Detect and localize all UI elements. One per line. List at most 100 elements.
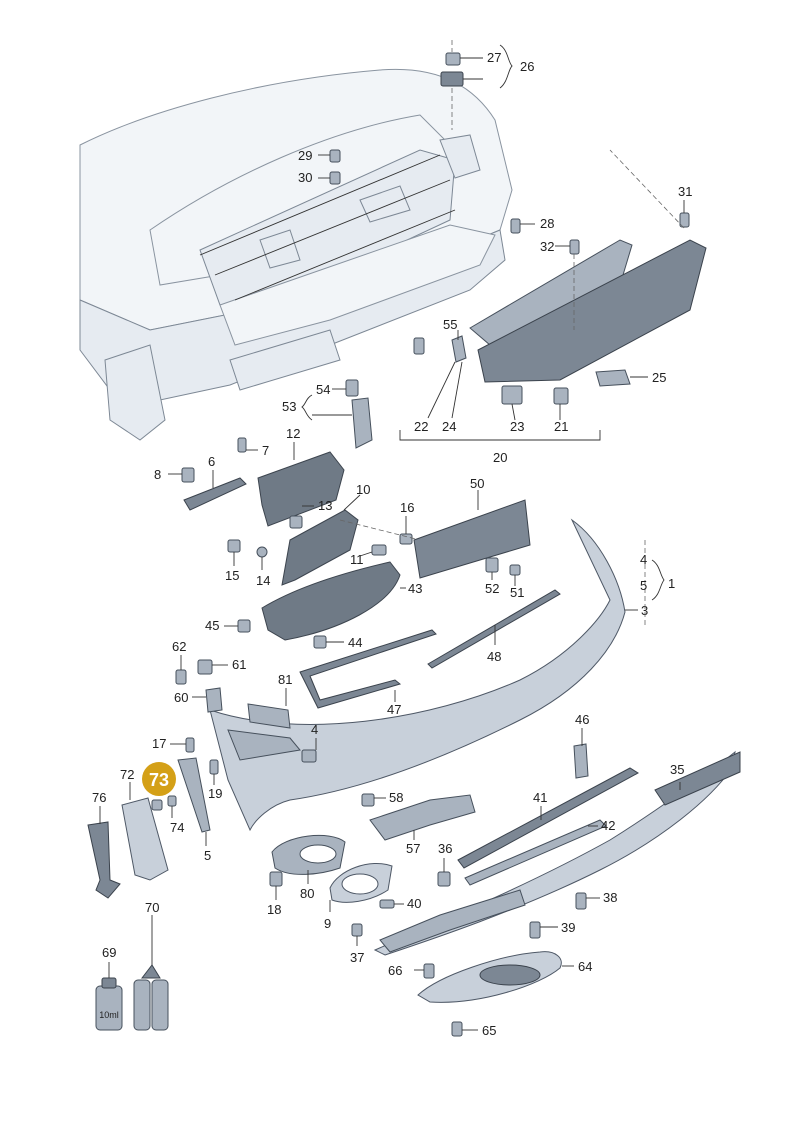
callout-73[interactable]: 73 — [149, 770, 169, 790]
callout-14: 14 — [256, 573, 270, 588]
hardware-22-24-55: 55 22 24 — [413, 317, 467, 434]
callout-31: 31 — [678, 184, 692, 199]
exhaust-trims-80-9-18: 80 9 18 — [267, 834, 393, 931]
reflector-81 — [247, 703, 291, 729]
trims-47-48: 47 48 — [299, 589, 561, 717]
grille-43: 43 45 44 — [205, 561, 422, 650]
callout-30: 30 — [298, 170, 312, 185]
callout-28: 28 — [540, 216, 554, 231]
callout-35: 35 — [670, 762, 684, 777]
callout-18: 18 — [267, 902, 281, 917]
guide-57-58: 57 58 — [361, 790, 476, 856]
callout-44: 44 — [348, 635, 362, 650]
callout-32: 32 — [540, 239, 554, 254]
callout-73-highlight[interactable] — [142, 762, 176, 796]
callout-6: 6 — [208, 454, 215, 469]
hardware-28-31-32: 28 31 32 — [510, 184, 692, 255]
callout-20: 20 — [493, 450, 507, 465]
cover-72 — [121, 797, 169, 881]
cartridge-70b — [151, 979, 169, 1031]
callout-64: 64 — [578, 959, 592, 974]
callout-27: 27 — [487, 50, 501, 65]
clip-73 — [151, 799, 163, 811]
callout-37: 37 — [350, 950, 364, 965]
bracket-53 — [351, 397, 373, 449]
callout-21: 21 — [554, 419, 568, 434]
callout-80: 80 — [300, 886, 314, 901]
trim-48 — [427, 589, 561, 669]
grille-12 — [257, 451, 345, 527]
callout-19: 19 — [208, 786, 222, 801]
callout-29: 29 — [298, 148, 312, 163]
callout-70: 70 — [145, 900, 159, 915]
callout-61: 61 — [232, 657, 246, 672]
callout-1: 1 — [668, 576, 675, 591]
car-body-rear — [79, 68, 513, 441]
callout-58: 58 — [389, 790, 403, 805]
callout-3: 3 — [641, 603, 648, 618]
callout-72: 72 — [120, 767, 134, 782]
callout-60: 60 — [174, 690, 188, 705]
callout-11: 11 — [350, 552, 364, 567]
nut-26 — [440, 71, 464, 87]
license-plate-carrier-50: 50 52 51 — [413, 476, 531, 600]
callout-38: 38 — [603, 890, 617, 905]
callout-54: 54 — [316, 382, 330, 397]
callout-13: 13 — [318, 498, 332, 513]
cover-25 — [595, 369, 631, 387]
adhesive-kits-69-70: 10ml 69 70 — [95, 900, 169, 1031]
callout-74: 74 — [170, 820, 184, 835]
callout-41: 41 — [533, 790, 547, 805]
clip-21 — [553, 387, 569, 405]
callout-39: 39 — [561, 920, 575, 935]
bracket-46 — [573, 743, 589, 779]
callout-46: 46 — [575, 712, 589, 727]
callout-48: 48 — [487, 649, 501, 664]
hardware-36-40-37: 36 40 37 — [350, 841, 452, 965]
bracket-23 — [501, 385, 523, 405]
hardware-53-54: 54 53 — [282, 379, 373, 449]
grille-10 — [281, 509, 359, 586]
callout-42: 42 — [601, 818, 615, 833]
grilles-and-clips: 12 13 10 15 14 11 16 — [225, 426, 421, 588]
bumper-carrier-20: 25 23 21 20 — [399, 149, 707, 465]
callout-9: 9 — [324, 916, 331, 931]
hardware-60-61-62: 62 61 60 — [172, 639, 246, 713]
callout-65: 65 — [482, 1023, 496, 1038]
callout-51: 51 — [510, 585, 524, 600]
callout-45: 45 — [205, 618, 219, 633]
callout-62: 62 — [172, 639, 186, 654]
callout-40: 40 — [407, 896, 421, 911]
trim-41 — [457, 767, 639, 869]
callout-57: 57 — [406, 841, 420, 856]
callout-5-top: 5 — [640, 578, 647, 593]
callout-25: 25 — [652, 370, 666, 385]
callout-43: 43 — [408, 581, 422, 596]
callout-24: 24 — [442, 419, 456, 434]
callout-22: 22 — [414, 419, 428, 434]
bottle-69 — [95, 985, 123, 1031]
callout-12: 12 — [286, 426, 300, 441]
callout-16: 16 — [400, 500, 414, 515]
callout-17: 17 — [152, 736, 166, 751]
callout-52: 52 — [485, 581, 499, 596]
callout-55: 55 — [443, 317, 457, 332]
guide-57 — [369, 794, 476, 841]
side-parts-72-76: 72 76 5 74 73 — [87, 757, 211, 899]
bottle-label: 10ml — [99, 1010, 119, 1020]
trim-47 — [299, 629, 437, 709]
callout-81: 81 — [278, 672, 292, 687]
lower-trim-64: 64 66 65 — [388, 951, 592, 1038]
carrier-20 — [477, 239, 707, 383]
callout-15: 15 — [225, 568, 239, 583]
hardware-29-30: 29 30 — [298, 148, 341, 185]
hardware-81-4-17-19: 81 4 17 19 — [152, 672, 318, 801]
callout-5: 5 — [204, 848, 211, 863]
callout-23: 23 — [510, 419, 524, 434]
callout-50: 50 — [470, 476, 484, 491]
bracket-6 — [183, 477, 247, 511]
hardware-26-27: 27 26 — [440, 40, 534, 130]
callout-8: 8 — [154, 467, 161, 482]
callout-36: 36 — [438, 841, 452, 856]
